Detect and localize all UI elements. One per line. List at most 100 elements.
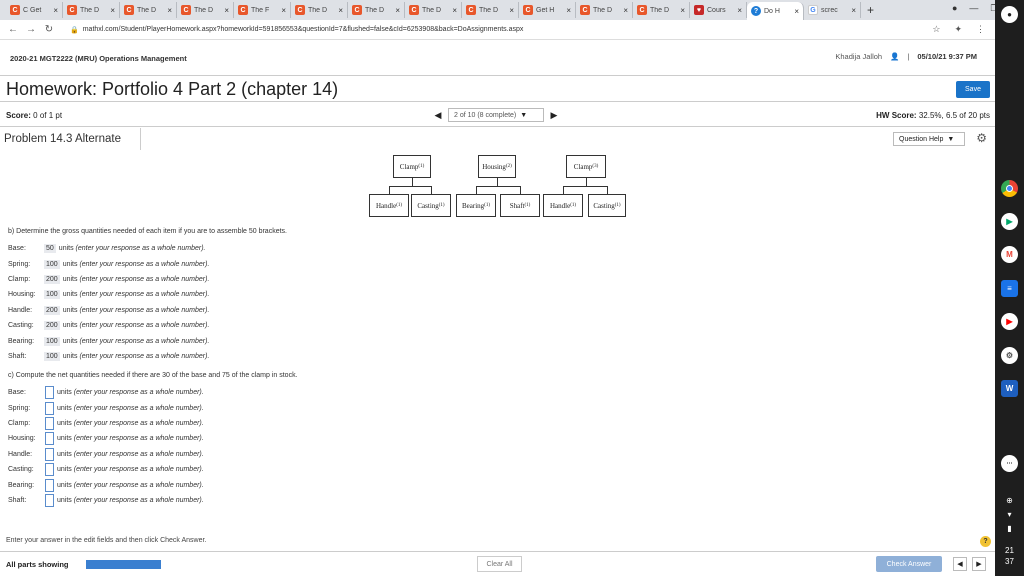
- unit-text: units (enter your response as a whole nu…: [58, 245, 206, 253]
- profile-icon[interactable]: ●: [951, 3, 958, 13]
- net-quantity-input[interactable]: [45, 463, 54, 477]
- help-icon[interactable]: ?: [980, 536, 991, 547]
- net-quantity-input[interactable]: [45, 447, 54, 461]
- close-tab-icon[interactable]: ×: [167, 5, 172, 15]
- back-icon[interactable]: ←: [8, 24, 18, 35]
- settings-icon[interactable]: ⚙: [1001, 347, 1018, 364]
- tree-node: Clamp(3): [566, 155, 606, 178]
- forward-icon[interactable]: →: [26, 24, 36, 35]
- net-quantity-input[interactable]: [45, 478, 54, 492]
- close-tab-icon[interactable]: ×: [395, 5, 400, 15]
- word-icon[interactable]: W: [1001, 380, 1018, 397]
- launcher-icon[interactable]: ●: [1001, 6, 1018, 23]
- new-tab-icon[interactable]: +: [867, 3, 875, 17]
- part-c-heading: c) Compute the net quantities needed if …: [8, 372, 298, 380]
- answered-value[interactable]: 50: [44, 244, 56, 254]
- tab-title: The D: [365, 6, 385, 14]
- net-quantity-input[interactable]: [45, 401, 54, 415]
- bookmark-star-icon[interactable]: ☆: [932, 24, 941, 34]
- browser-tab[interactable]: ♥Cours×: [690, 2, 747, 18]
- previous-question-icon[interactable]: ◀: [434, 109, 442, 120]
- tree-node: Handle(1): [369, 194, 409, 217]
- close-tab-icon[interactable]: ×: [566, 5, 571, 15]
- play-store-icon[interactable]: ▶: [1001, 213, 1018, 230]
- homework-title: Homework: Portfolio 4 Part 2 (chapter 14…: [6, 79, 339, 99]
- close-tab-icon[interactable]: ×: [281, 5, 286, 15]
- question-help-button[interactable]: Question Help ▼: [893, 132, 965, 146]
- answered-value[interactable]: 100: [44, 336, 60, 346]
- next-part-icon[interactable]: ▶: [972, 557, 986, 571]
- check-answer-button[interactable]: Check Answer: [876, 556, 942, 572]
- close-tab-icon[interactable]: ×: [53, 5, 58, 15]
- answered-value[interactable]: 200: [44, 274, 60, 284]
- net-quantity-input[interactable]: [45, 494, 54, 508]
- chevron-down-icon: ▼: [947, 135, 955, 143]
- answered-value[interactable]: 100: [44, 259, 60, 269]
- close-tab-icon[interactable]: ×: [338, 5, 343, 15]
- add-icon[interactable]: ⊕: [1006, 496, 1013, 505]
- close-tab-icon[interactable]: ×: [794, 6, 799, 16]
- minimize-icon[interactable]: —: [969, 3, 979, 13]
- gmail-icon[interactable]: M: [1001, 246, 1018, 263]
- docs-icon[interactable]: ≡: [1001, 280, 1018, 297]
- close-tab-icon[interactable]: ×: [680, 5, 685, 15]
- tab-title: Get H: [536, 6, 555, 14]
- unit-text: units (enter your response as a whole nu…: [57, 404, 204, 412]
- url-text: mathxl.com/Student/PlayerHomework.aspx?h…: [82, 26, 524, 33]
- unit-text: units (enter your response as a whole nu…: [57, 435, 204, 443]
- user-name: Khadija Jalloh: [835, 52, 883, 61]
- close-tab-icon[interactable]: ×: [110, 5, 115, 15]
- answered-value[interactable]: 200: [44, 321, 60, 331]
- save-button[interactable]: Save: [956, 81, 990, 98]
- clear-all-button[interactable]: Clear All: [477, 556, 522, 572]
- next-question-icon[interactable]: ▶: [550, 109, 558, 120]
- gear-icon[interactable]: ⚙: [976, 131, 987, 145]
- reload-icon[interactable]: ↻: [44, 24, 54, 35]
- net-quantity-row: Spring:units (enter your response as a w…: [8, 401, 298, 416]
- unit-text: units (enter your response as a whole nu…: [57, 466, 204, 474]
- menu-icon[interactable]: ⋮: [976, 24, 985, 34]
- overview-icon[interactable]: ⋯: [1001, 455, 1018, 472]
- item-label: Handle:: [8, 306, 33, 314]
- close-tab-icon[interactable]: ×: [623, 5, 628, 15]
- close-tab-icon[interactable]: ×: [851, 5, 856, 15]
- restore-icon[interactable]: ❐: [990, 3, 998, 14]
- net-quantity-input[interactable]: [45, 417, 54, 431]
- extensions-icon[interactable]: ✦: [954, 24, 962, 34]
- close-tab-icon[interactable]: ×: [452, 5, 457, 15]
- browser-tab[interactable]: ?Do H×: [747, 2, 804, 20]
- unit-text: units (enter your response as a whole nu…: [57, 497, 204, 505]
- url-field[interactable]: 🔒 mathxl.com/Student/PlayerHomework.aspx…: [70, 26, 523, 34]
- close-tab-icon[interactable]: ×: [737, 5, 742, 15]
- answered-value[interactable]: 200: [44, 305, 60, 315]
- unit-text: units (enter your response as a whole nu…: [62, 260, 210, 268]
- question-select[interactable]: 2 of 10 (8 complete) ▼: [448, 108, 544, 122]
- close-tab-icon[interactable]: ×: [509, 5, 514, 15]
- tab-favicon-icon: C: [466, 5, 476, 15]
- net-quantity-input[interactable]: [45, 386, 54, 400]
- previous-part-icon[interactable]: ◀: [953, 557, 967, 571]
- net-quantity-input[interactable]: [45, 432, 54, 446]
- part-c-answers: Base:units (enter your response as a who…: [8, 385, 298, 508]
- chrome-icon[interactable]: [1001, 180, 1018, 197]
- answered-value[interactable]: 100: [44, 351, 60, 361]
- net-quantity-row: Base:units (enter your response as a who…: [8, 385, 298, 400]
- wifi-icon: ▾: [1007, 510, 1012, 519]
- close-tab-icon[interactable]: ×: [224, 5, 229, 15]
- answered-value[interactable]: 100: [44, 290, 60, 300]
- youtube-icon[interactable]: ▶: [1001, 313, 1018, 330]
